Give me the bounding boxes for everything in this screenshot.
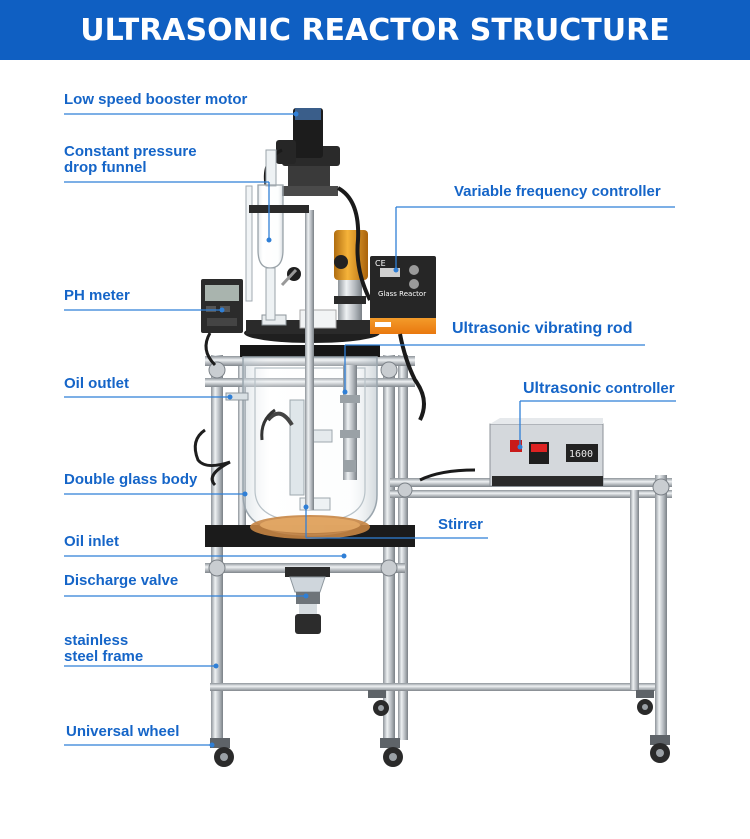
page-title: ULTRASONIC REACTOR STRUCTURE — [80, 12, 670, 48]
label-motor: Low speed booster motor — [64, 91, 248, 108]
label-funnel-line1: Constant pressure — [64, 143, 197, 160]
ultrasonic-controller: 1600 — [419, 418, 604, 487]
discharge-valve — [285, 567, 330, 634]
constant-pressure-drop-funnel — [245, 149, 309, 321]
label-funnel: Constant pressure drop funnel — [64, 144, 197, 176]
booster-motor — [263, 108, 372, 301]
reactor-lid — [244, 210, 380, 510]
label-ph-meter: PH meter — [64, 287, 130, 304]
label-oil-outlet: Oil outlet — [64, 375, 129, 392]
title-banner: ULTRASONIC REACTOR STRUCTURE — [0, 0, 750, 60]
variable-frequency-controller: CE Glass Reactor — [370, 256, 436, 421]
label-universal-wheel: Universal wheel — [66, 723, 180, 740]
ultrasonic-vibrating-rod — [334, 230, 368, 480]
universal-wheels — [210, 690, 670, 767]
label-vibrating-rod: Ultrasonic vibrating rod — [452, 320, 633, 337]
label-frame-line2: steel frame — [64, 648, 144, 665]
label-ultrasonic-controller: Ultrasonic controller — [523, 381, 675, 397]
ph-meter — [201, 279, 243, 367]
label-discharge-valve: Discharge valve — [64, 572, 179, 589]
ce-mark: CE — [375, 259, 386, 268]
vfc-panel-text: Glass Reactor — [378, 290, 426, 298]
display-reading: 1600 — [569, 449, 593, 460]
label-frame: stainless steel frame — [64, 633, 143, 665]
leader-dots — [209, 111, 523, 748]
label-funnel-line2: drop funnel — [64, 159, 147, 176]
label-us-ctrl-a: Ultrasonic — [523, 380, 602, 397]
leader-lines — [64, 113, 676, 746]
label-stirrer: Stirrer — [438, 516, 484, 533]
label-frame-line1: stainless — [64, 632, 129, 649]
label-glass-body: Double glass body — [64, 471, 198, 488]
label-us-ctrl-b: controller — [601, 380, 675, 397]
label-oil-inlet: Oil inlet — [64, 533, 120, 550]
label-vfc: Variable frequency controller — [454, 183, 661, 200]
